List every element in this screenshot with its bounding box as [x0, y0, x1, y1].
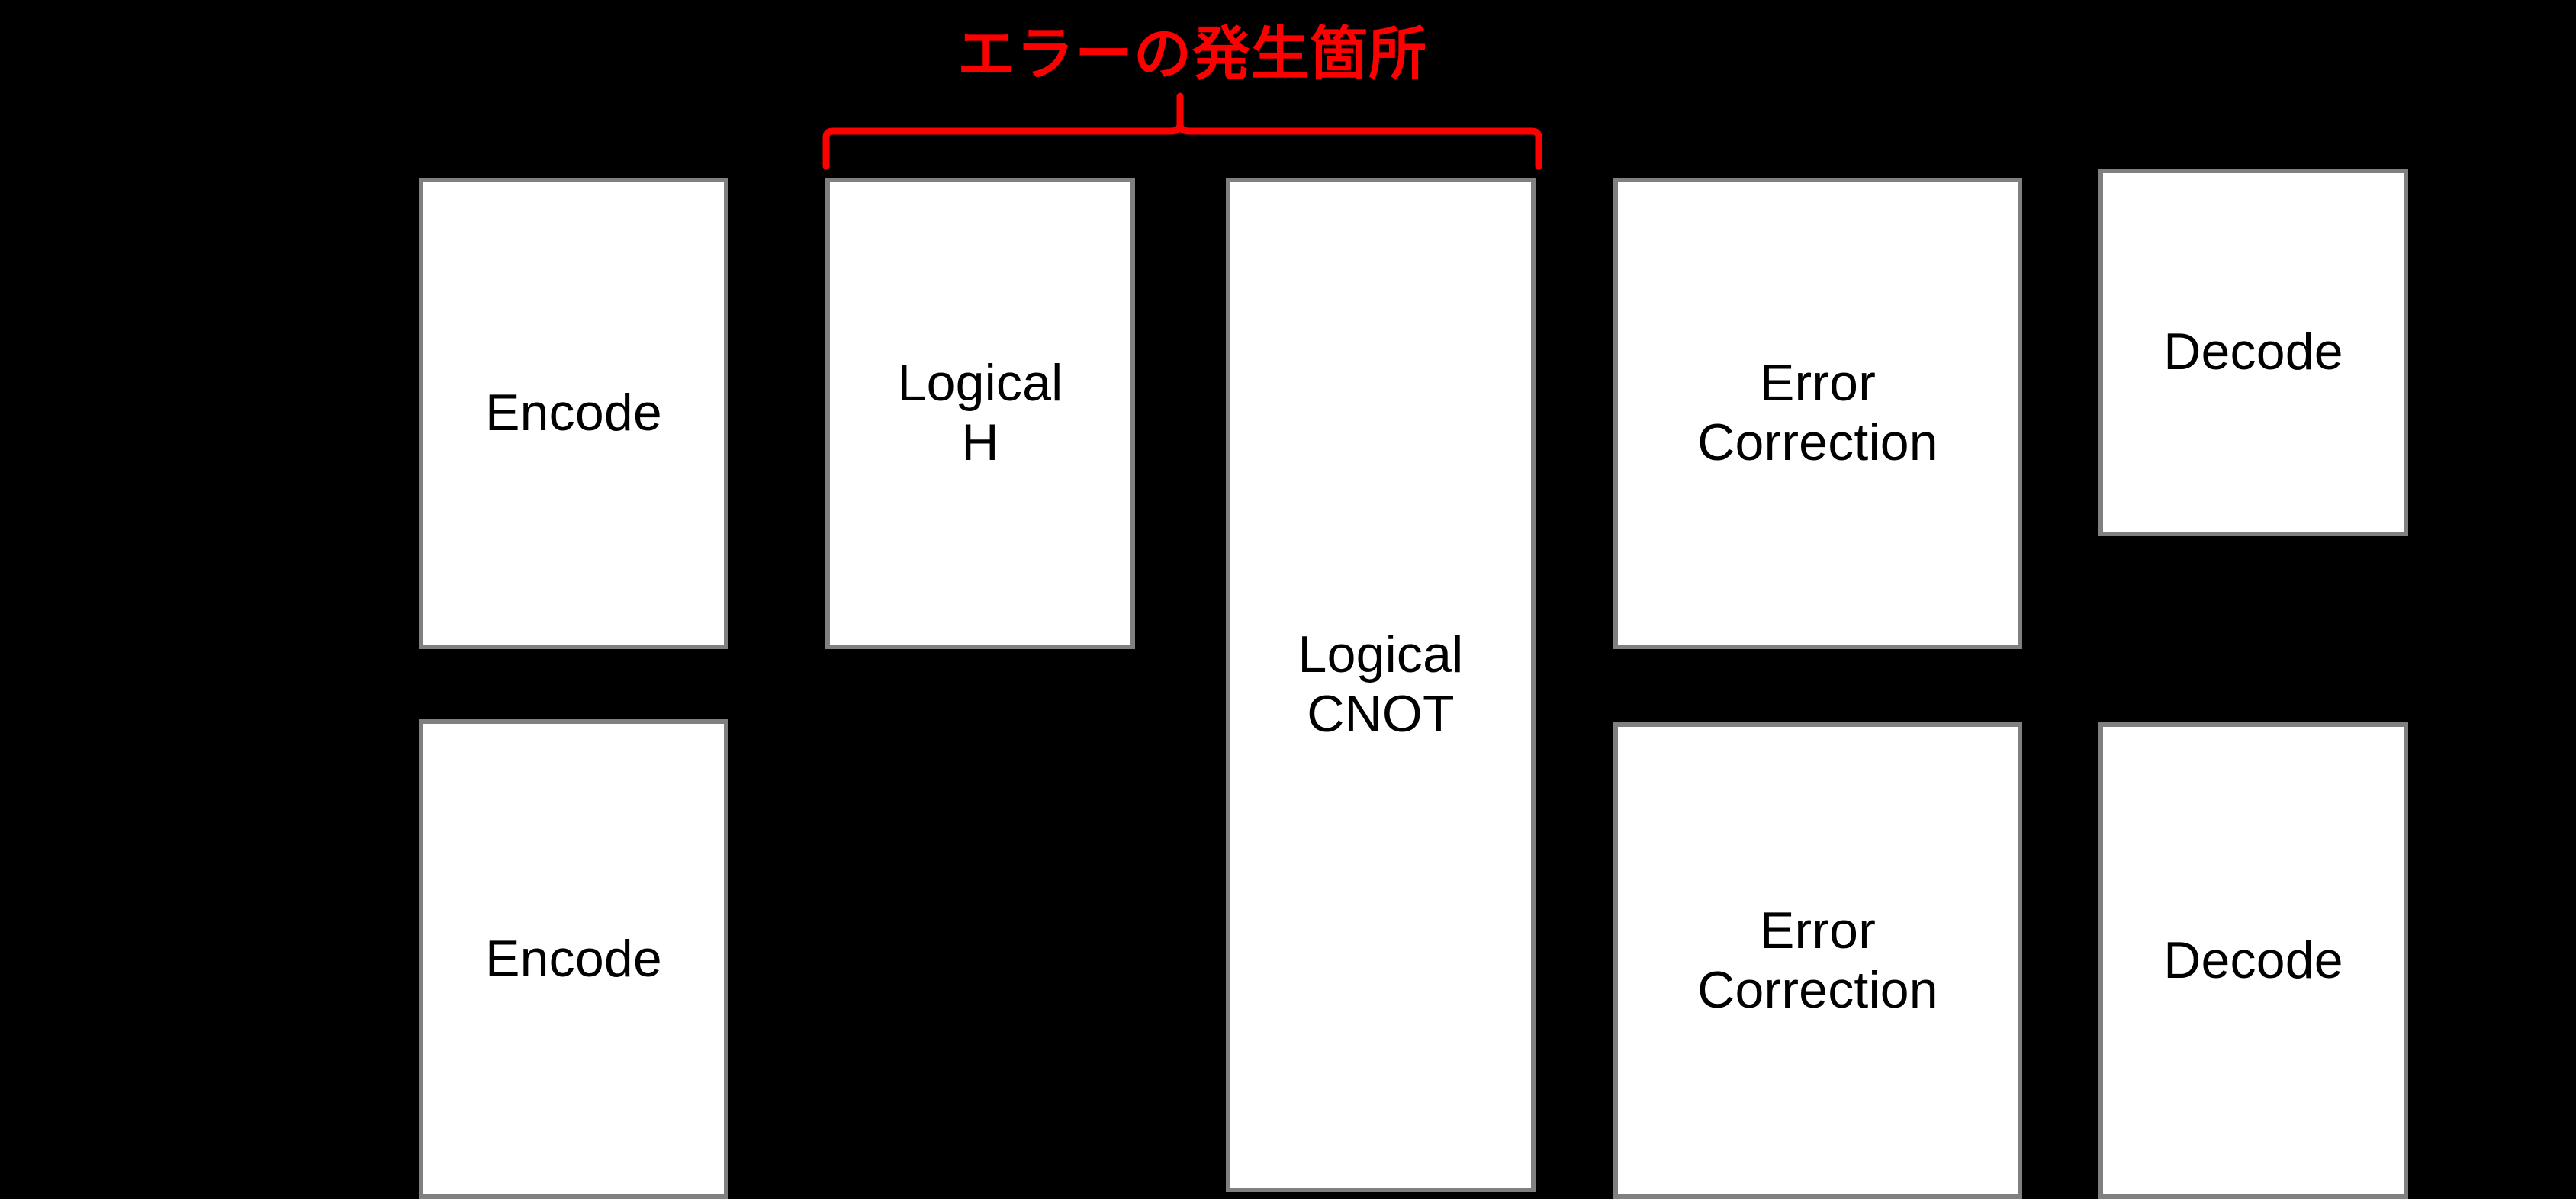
box-encode-top[interactable]: Encode	[419, 178, 728, 649]
box-decode-bottom-label: Decode	[2163, 931, 2343, 989]
box-decode-top[interactable]: Decode	[2098, 169, 2408, 536]
box-error-correction-top-label: Error Correction	[1697, 354, 1938, 471]
box-logical-cnot[interactable]: Logical CNOT	[1226, 178, 1536, 1192]
box-decode-top-label: Decode	[2163, 323, 2343, 381]
box-error-correction-bottom[interactable]: Error Correction	[1613, 722, 2022, 1199]
box-logical-h-label: Logical H	[897, 354, 1063, 471]
box-error-correction-bottom-label: Error Correction	[1697, 901, 1938, 1019]
box-logical-h[interactable]: Logical H	[825, 178, 1135, 649]
error-location-annotation-label: エラーの発生箇所	[957, 22, 1427, 87]
box-encode-bottom-label: Encode	[485, 929, 662, 988]
box-encode-bottom[interactable]: Encode	[419, 719, 728, 1199]
box-encode-top-label: Encode	[485, 384, 662, 442]
box-error-correction-top[interactable]: Error Correction	[1613, 178, 2022, 649]
error-span-brace-icon	[822, 92, 1542, 170]
box-decode-bottom[interactable]: Decode	[2098, 722, 2408, 1199]
box-logical-cnot-label: Logical CNOT	[1298, 625, 1464, 743]
